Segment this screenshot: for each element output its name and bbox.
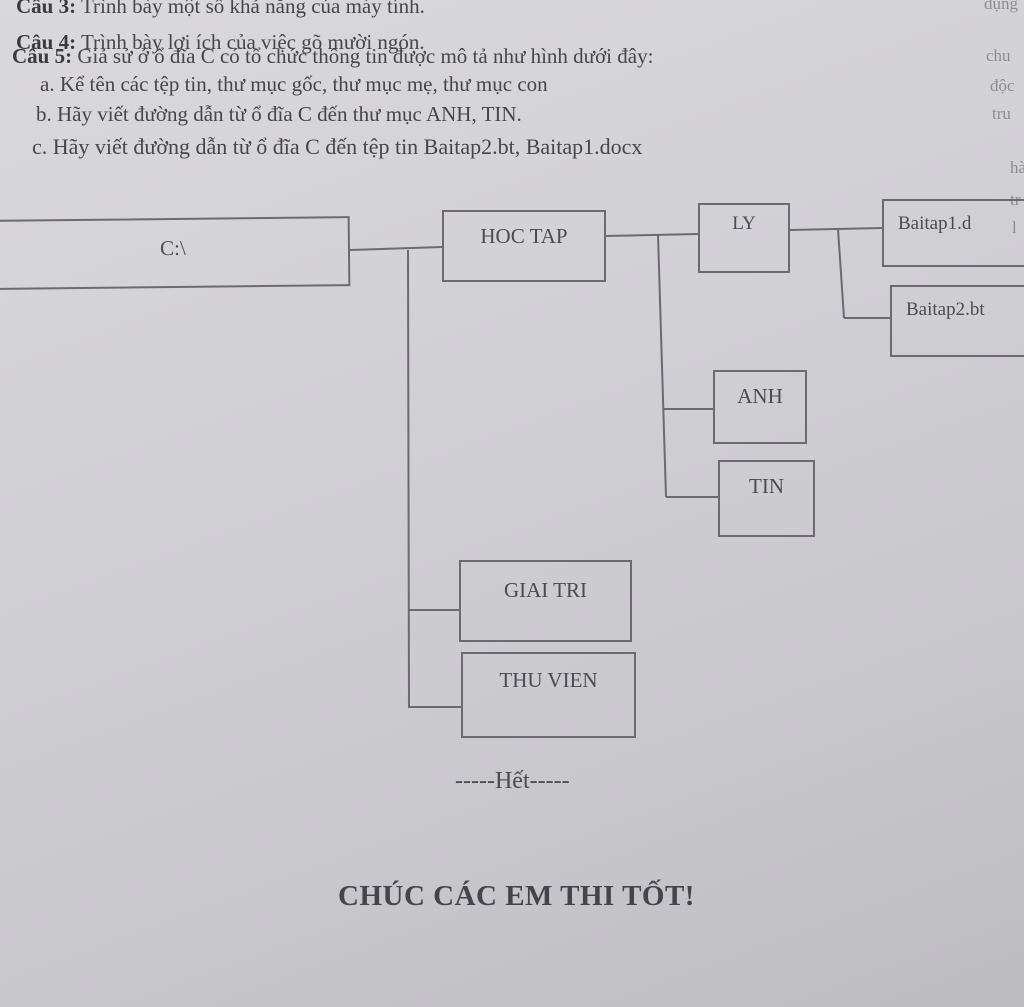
margin-fragment-4: tru	[992, 104, 1011, 123]
file-baitap1: Baitap1.d	[882, 199, 1024, 267]
question-5a: a. Kể tên các tệp tin, thư mục gốc, thư …	[40, 72, 548, 96]
margin-fragment-1: dụng	[984, 0, 1018, 13]
question-3-label: Câu 3:	[16, 0, 77, 18]
question-3: Câu 3: Trình bày một số khả năng của máy…	[16, 0, 425, 19]
connector-ly-baitap1	[789, 227, 883, 231]
file-baitap2: Baitap2.bt	[890, 285, 1024, 357]
closing-wish: CHÚC CÁC EM THI TỐT!	[338, 880, 695, 912]
folder-tin: TIN	[718, 460, 815, 537]
question-5-label: Câu 5:	[12, 44, 73, 68]
folder-anh: ANH	[713, 370, 807, 444]
question-5-text: Giả sử ở ổ đĩa C có tổ chức thông tin đư…	[77, 44, 654, 68]
question-5b: b. Hãy viết đường dẫn từ ổ đĩa C đến thư…	[36, 102, 522, 126]
question-3-text: Trình bày một số khả năng của máy tính.	[80, 0, 425, 18]
folder-giai-tri: GIAI TRI	[459, 560, 632, 642]
question-5: Câu 5: Giả sử ở ổ đĩa C có tổ chức thông…	[12, 44, 653, 69]
margin-fragment-5: hà	[1010, 158, 1024, 177]
connector-ly-trunk	[837, 228, 845, 319]
question-4-label: Câu 4:	[16, 30, 77, 54]
connector-hoctap-trunk	[657, 234, 667, 498]
end-marker: -----Hết-----	[455, 768, 570, 794]
folder-hoc-tap: HOC TAP	[442, 210, 606, 282]
question-4-text: Trình bày lợi ích của việc gõ mười ngón.	[80, 30, 425, 54]
margin-fragment-7: l	[1012, 218, 1017, 237]
folder-thu-vien: THU VIEN	[461, 652, 636, 738]
question-4: Câu 4: Trình bày lợi ích của việc gõ mườ…	[16, 30, 425, 55]
connector-root-trunk	[407, 249, 410, 709]
question-5c: c. Hãy viết đường dẫn từ ổ đĩa C đến tệp…	[32, 134, 643, 159]
connector-root-hoctap	[349, 246, 443, 251]
margin-fragment-2: chu	[986, 46, 1011, 65]
connector-hoctap-ly	[604, 233, 699, 237]
folder-root-c: C:\	[0, 216, 351, 290]
folder-ly: LY	[698, 203, 790, 273]
margin-fragment-3: độc	[990, 76, 1015, 95]
